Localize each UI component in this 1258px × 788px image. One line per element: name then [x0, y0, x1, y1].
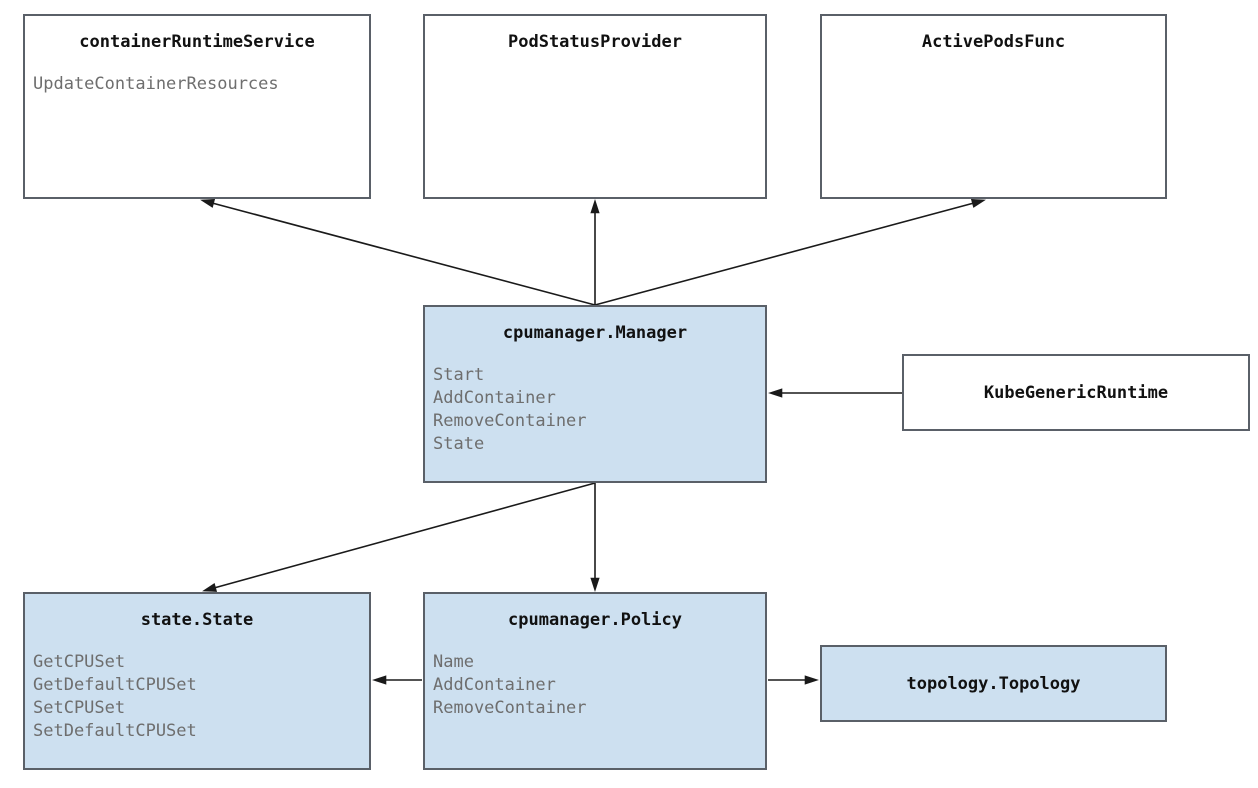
class-node-member: RemoveContainer [433, 411, 587, 431]
class-node-KubeGenericRuntime[interactable]: KubeGenericRuntime [902, 354, 1250, 431]
class-node-member: AddContainer [433, 675, 556, 695]
edge-manager-to-podStatusProvider [590, 199, 600, 305]
class-node-topologyTopology[interactable]: topology.Topology [820, 645, 1167, 722]
class-node-member: Start [433, 365, 485, 385]
class-node-member: GetCPUSet [33, 652, 126, 672]
class-node-title: ActivePodsFunc [921, 32, 1066, 52]
edge-manager-to-containerRuntimeService [200, 198, 596, 306]
edge-arrowhead [970, 199, 986, 208]
edge-manager-to-policy [590, 483, 600, 592]
edge-arrowhead [590, 199, 600, 214]
class-node-member-list: UpdateContainerResources [33, 73, 363, 96]
class-node-ActivePodsFunc[interactable]: ActivePodsFunc [820, 14, 1167, 199]
class-node-member: RemoveContainer [433, 698, 587, 718]
class-node-title: state.State [140, 610, 254, 630]
edge-policy-to-stateState [372, 675, 422, 685]
class-node-title: cpumanager.Manager [502, 323, 688, 343]
class-node-member: AddContainer [433, 388, 556, 408]
edge-arrowhead [200, 198, 216, 208]
edge-arrowhead [372, 675, 387, 685]
class-node-title: containerRuntimeService [79, 32, 315, 52]
class-node-PodStatusProvider[interactable]: PodStatusProvider [423, 14, 767, 199]
edge-line [209, 482, 596, 590]
edge-policy-to-topology [768, 675, 819, 685]
class-node-member: SetCPUSet [33, 698, 126, 718]
class-node-title: topology.Topology [906, 673, 1081, 694]
edge-line [594, 201, 979, 306]
class-node-member: GetDefaultCPUSet [33, 675, 197, 695]
edge-arrowhead [768, 388, 783, 398]
edge-arrowhead [590, 577, 600, 592]
class-node-member: UpdateContainerResources [33, 74, 279, 94]
class-node-member: SetDefaultCPUSet [33, 721, 197, 741]
edge-arrowhead [804, 675, 819, 685]
class-node-member: Name [433, 652, 474, 672]
class-node-title: KubeGenericRuntime [983, 382, 1169, 403]
class-node-title: PodStatusProvider [508, 32, 682, 52]
edge-line [207, 201, 596, 306]
class-node-title: cpumanager.Policy [508, 610, 682, 630]
edge-kubeGenericRuntime-to-manager [768, 388, 902, 398]
class-node-member: State [433, 434, 485, 454]
edge-manager-to-activePodsFunc [594, 199, 986, 306]
edge-manager-to-stateState [202, 482, 596, 592]
edge-arrowhead [202, 583, 218, 592]
